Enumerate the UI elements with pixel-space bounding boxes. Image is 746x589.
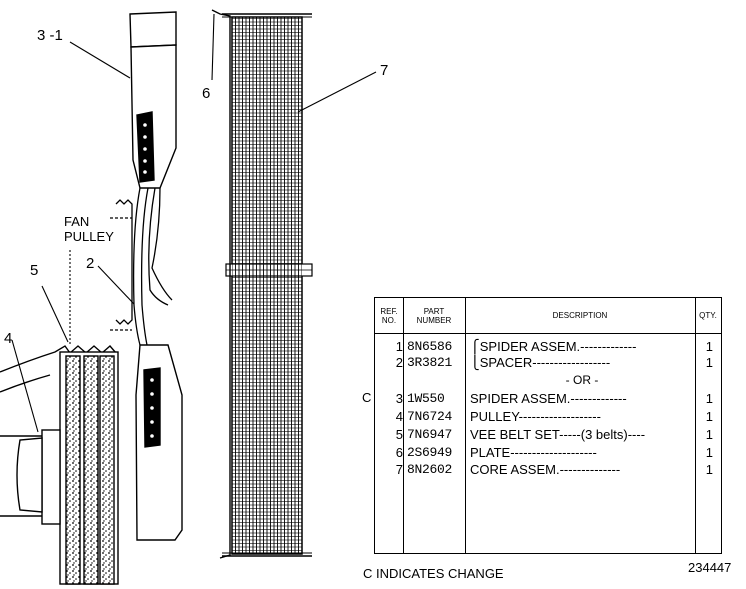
quantity: 1	[705, 427, 713, 442]
ref-no: 6	[395, 445, 403, 460]
part-number: 7N6947	[407, 427, 453, 442]
table-row: 6 2S6949 PLATE-------------------- 1	[375, 444, 721, 461]
table-row: 5 7N6947 VEE BELT SET-----(3 belts)---- …	[375, 426, 721, 443]
ref-no: 1	[395, 339, 403, 354]
part-number: 1W550	[407, 391, 445, 406]
change-indicator: C	[362, 390, 372, 405]
part-number: 8N6586	[407, 339, 453, 354]
description: SPIDER ASSEM.-------------	[470, 391, 627, 406]
spacer-strips	[132, 187, 173, 346]
header-ref-no: REF.NO.	[375, 298, 403, 334]
description: VEE BELT SET-----(3 belts)----	[470, 427, 646, 442]
core-assembly-mesh	[222, 13, 313, 557]
spider-assembly-upper	[129, 11, 177, 189]
description: PLATE--------------------	[470, 445, 597, 460]
column-divider	[465, 298, 466, 553]
quantity: 1	[705, 462, 713, 477]
table-row: 3 1W550 SPIDER ASSEM.------------- 1	[375, 390, 721, 407]
drawing-number: 234447	[688, 560, 732, 575]
fan-pulley-label: FAN PULLEY	[64, 214, 114, 244]
part-number: 8N2602	[407, 462, 453, 477]
table-row: 2 3R3821 ⎩SPACER------------------ 1	[375, 354, 721, 371]
header-qty: QTY.	[695, 298, 721, 334]
fan-pulley-profile	[110, 199, 133, 331]
quantity: 1	[705, 391, 713, 406]
part-number: 7N6724	[407, 409, 453, 424]
part-number: 2S6949	[407, 445, 453, 460]
table-row: 1 8N6586 ⎧SPIDER ASSEM.------------- 1	[375, 338, 721, 355]
spider-assembly-lower	[135, 344, 183, 541]
leader-lines	[11, 13, 377, 433]
fan-pulley-label-line2: PULLEY	[64, 229, 114, 244]
ref-no: 5	[395, 427, 403, 442]
change-footnote: C INDICATES CHANGE	[363, 566, 504, 581]
header-description: DESCRIPTION	[465, 298, 695, 334]
column-divider	[695, 298, 696, 553]
callout-5: 5	[30, 262, 39, 279]
plate-outline	[211, 9, 231, 559]
description: PULLEY-------------------	[470, 409, 601, 424]
ref-no: 2	[395, 355, 403, 370]
part-number: 3R3821	[407, 355, 453, 370]
callout-6: 6	[202, 85, 211, 102]
engine-pulley	[0, 345, 119, 585]
description: ⎩SPACER------------------	[470, 355, 611, 370]
or-separator: - OR -	[565, 373, 599, 387]
table-row: 7 8N2602 CORE ASSEM.-------------- 1	[375, 461, 721, 478]
ref-no: 7	[395, 462, 403, 477]
ref-no: 4	[395, 409, 403, 424]
callout-3-1: 3 -1	[37, 27, 63, 44]
quantity: 1	[705, 409, 713, 424]
description: ⎧SPIDER ASSEM.-------------	[470, 339, 637, 354]
ref-no: 3	[395, 391, 403, 406]
callout-4: 4	[4, 330, 13, 347]
quantity: 1	[705, 339, 713, 354]
column-divider	[403, 298, 404, 553]
callout-2: 2	[86, 255, 95, 272]
description: CORE ASSEM.--------------	[470, 462, 621, 477]
callout-7: 7	[380, 62, 389, 79]
quantity: 1	[705, 355, 713, 370]
fan-pulley-label-line1: FAN	[64, 214, 90, 229]
table-row: 4 7N6724 PULLEY------------------- 1	[375, 408, 721, 425]
quantity: 1	[705, 445, 713, 460]
